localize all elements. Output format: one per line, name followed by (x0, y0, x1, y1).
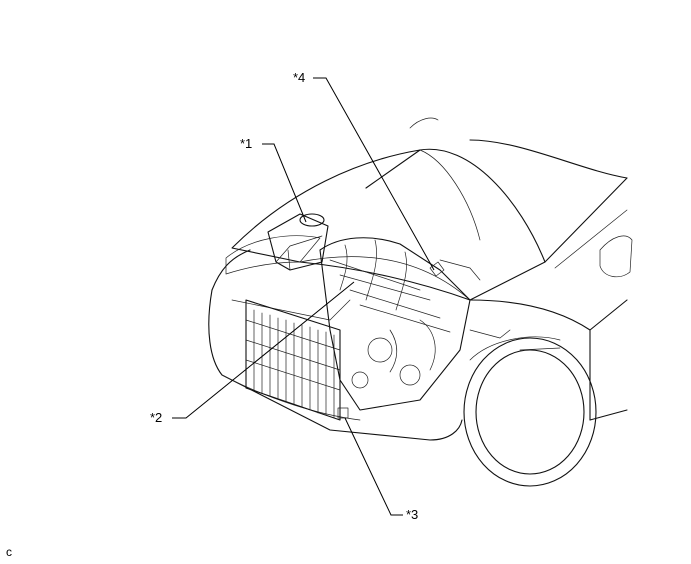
callout-4-label: *4 (293, 70, 305, 85)
leader-3 (344, 417, 403, 516)
leader-lines (172, 77, 435, 516)
callout-1-label: *1 (240, 136, 252, 151)
figure-code-label: c (6, 545, 12, 559)
car-body-outline (208, 117, 633, 441)
callout-3-label: *3 (406, 507, 418, 522)
leader-4 (313, 77, 435, 271)
engine-assembly (319, 237, 511, 419)
front-wheel (463, 336, 597, 487)
callout-2-label: *2 (150, 410, 162, 425)
leader-1 (262, 143, 307, 223)
radiator (245, 299, 341, 421)
leader-2 (172, 281, 355, 419)
